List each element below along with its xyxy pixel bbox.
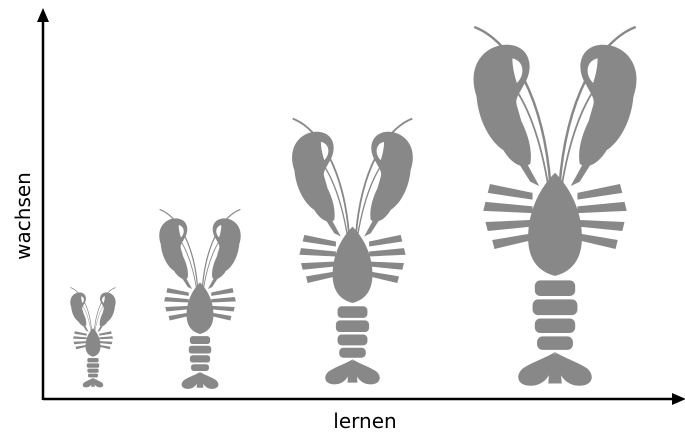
x-axis-label: lernen [0, 409, 685, 433]
y-axis-label: wachsen [11, 196, 31, 236]
lobster-medium-icon [159, 209, 240, 388]
lobster-xlarge-icon [474, 27, 637, 386]
x-axis-arrow [672, 393, 685, 405]
lobster-large-icon [292, 119, 413, 385]
y-axis-arrow [37, 8, 49, 22]
lobster-small-icon [70, 287, 115, 387]
